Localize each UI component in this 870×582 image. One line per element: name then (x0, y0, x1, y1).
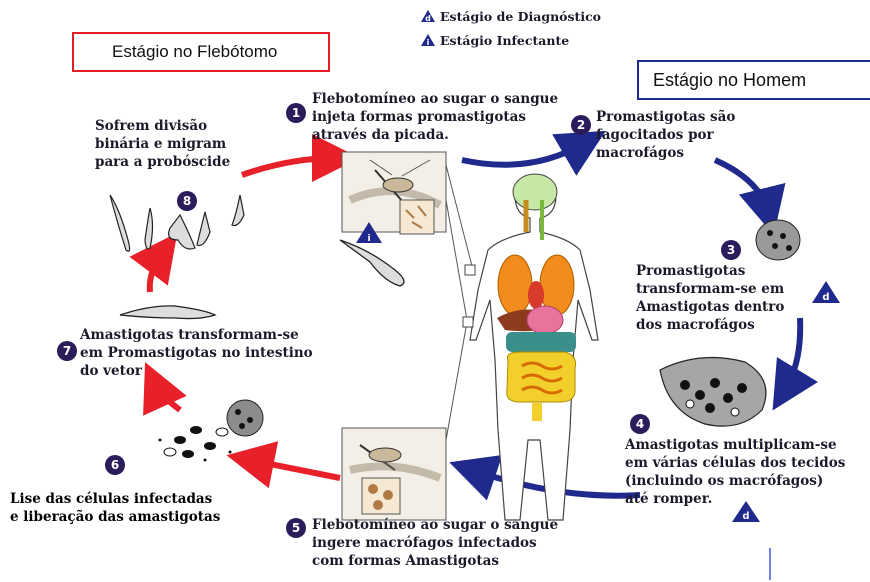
macrophage-with-amastigotes (756, 220, 800, 260)
step-2-text: Promastigotas são fagocitados por macrof… (596, 108, 796, 162)
infected-macrophage (660, 358, 766, 427)
arrow-7-to-8 (150, 252, 163, 292)
arrow-1-to-2 (462, 143, 585, 165)
arrow-5-to-6 (250, 460, 340, 478)
step-1-badge: 1 (286, 103, 306, 123)
step-8-badge: 8 (177, 191, 197, 211)
step-5-text: Flebotomíneo ao sugar o sangue ingere ma… (312, 516, 612, 570)
step-5-badge: 5 (286, 518, 306, 538)
step-4-badge: 4 (630, 414, 650, 434)
svg-text:d: d (742, 511, 749, 522)
step-7-text: Amastigotas transformam-se em Promastigo… (80, 326, 340, 380)
step-8-text: Sofrem divisão binária e migram para a p… (95, 117, 275, 171)
step-6-text: Lise das células infectadas e liberação … (10, 490, 270, 526)
human-body-illustration (446, 165, 598, 520)
step-1-text: Flebotomíneo ao sugar o sangue injeta fo… (312, 90, 612, 144)
step-6-badge: 6 (105, 455, 125, 475)
arrow-2-to-3 (715, 160, 768, 212)
elongated-promastigote (120, 306, 215, 319)
step-7-badge: 7 (57, 341, 77, 361)
step-4-text: Amastigotas multiplicam-se em várias cél… (625, 436, 870, 508)
sandfly-bite-illustration (342, 152, 446, 234)
arrow-6-to-7 (155, 384, 180, 410)
promastigote-shape (340, 240, 404, 286)
step-3-text: Promastigotas transformam-se em Amastigo… (636, 262, 856, 334)
sandfly-feeding-illustration (342, 428, 446, 520)
svg-text:i: i (367, 234, 370, 244)
step-3-badge: 3 (721, 240, 741, 260)
